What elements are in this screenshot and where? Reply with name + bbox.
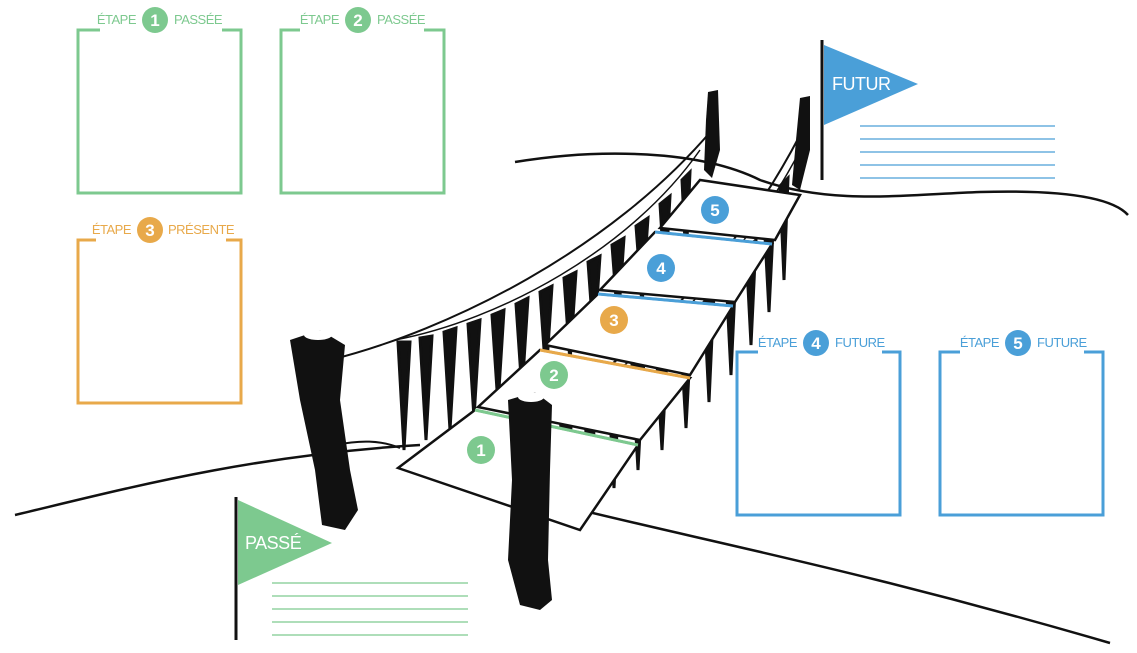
bridge-step-5-number: 5 <box>710 201 719 220</box>
step-box-4-word: ÉTAPE <box>758 335 798 350</box>
step-box-4: ÉTAPE 4 FUTURE <box>737 330 900 515</box>
step-box-2-number: 2 <box>353 11 362 30</box>
step-box-1-number: 1 <box>150 11 159 30</box>
bridge-step-1-number: 1 <box>476 441 485 460</box>
bridge-step-3: 3 <box>600 306 628 334</box>
post-front-right <box>508 392 552 610</box>
step-box-1-state: PASSÉE <box>174 12 223 27</box>
future-notes-lines <box>860 126 1055 178</box>
bridge-step-2: 2 <box>540 361 568 389</box>
step-box-2: ÉTAPE 2 PASSÉE <box>281 7 444 193</box>
bridge-step-4-number: 4 <box>656 259 666 278</box>
step-box-3-state: PRÉSENTE <box>168 222 235 237</box>
future-flag: FUTUR <box>822 40 918 180</box>
bridge-step-1: 1 <box>467 436 495 464</box>
step-box-4-number: 4 <box>811 334 821 353</box>
step-box-5-number: 5 <box>1013 334 1022 353</box>
step-box-4-state: FUTURE <box>835 335 886 350</box>
past-flag: PASSÉ <box>236 497 332 640</box>
past-flag-label: PASSÉ <box>245 533 302 553</box>
step-box-1: ÉTAPE 1 PASSÉE <box>78 7 241 193</box>
post-front-left <box>290 330 358 530</box>
ground-line-right <box>560 505 1110 643</box>
past-notes-lines <box>272 583 468 635</box>
future-flag-label: FUTUR <box>832 74 891 94</box>
ground-line-left <box>15 445 420 515</box>
step-box-3-word: ÉTAPE <box>92 222 132 237</box>
bridge-step-5: 5 <box>701 196 729 224</box>
step-box-2-state: PASSÉE <box>377 12 426 27</box>
step-box-2-word: ÉTAPE <box>300 12 340 27</box>
step-box-1-word: ÉTAPE <box>97 12 137 27</box>
step-box-5-state: FUTURE <box>1037 335 1088 350</box>
step-box-5: ÉTAPE 5 FUTURE <box>940 330 1103 515</box>
step-box-3-number: 3 <box>145 221 154 240</box>
step-box-5-word: ÉTAPE <box>960 335 1000 350</box>
bridge-step-4: 4 <box>647 254 675 282</box>
bridge-step-2-number: 2 <box>549 366 558 385</box>
step-box-3: ÉTAPE 3 PRÉSENTE <box>78 217 241 403</box>
bridge-step-3-number: 3 <box>609 311 618 330</box>
